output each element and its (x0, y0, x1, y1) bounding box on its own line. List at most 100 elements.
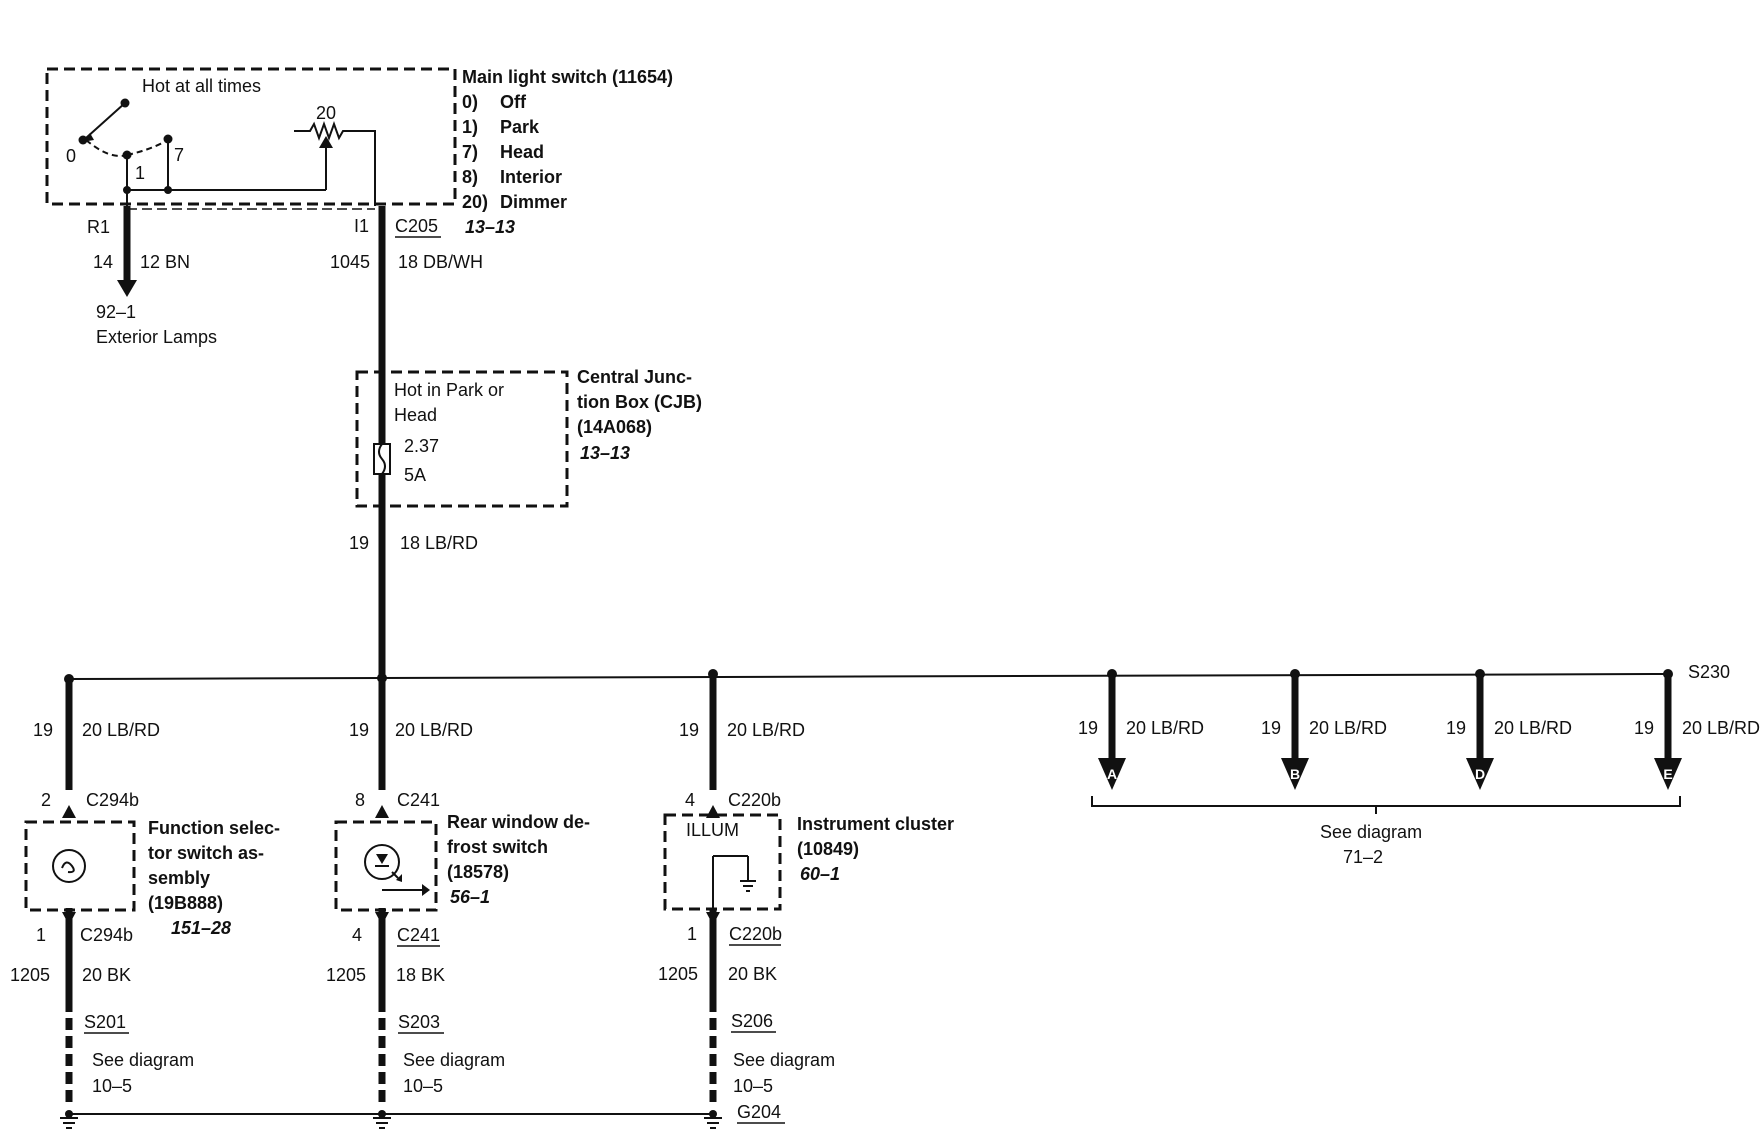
function-selector-ref: 151–28 (171, 918, 231, 938)
arrow-d: D 19 20 LB/RD (1446, 674, 1572, 790)
arrows-bracket: See diagram 71–2 (1091, 796, 1681, 867)
branch2-see-ref: 10–5 (403, 1076, 443, 1096)
arrow-e-letter: E (1663, 766, 1672, 782)
switch-position-1: 1 (135, 163, 145, 183)
circuit-14: 14 (93, 252, 113, 272)
cjb-hot-label-1: Hot in Park or (394, 380, 504, 400)
cjb-box (355, 370, 569, 508)
branch1-wire-out: 20 BK (82, 965, 131, 985)
branch2-circuit-out: 1205 (326, 965, 366, 985)
position-name: Park (500, 117, 540, 137)
branch2-conn-out: C241 (397, 925, 440, 945)
function-selector-title-3: sembly (148, 868, 210, 888)
arrows-see-diagram: See diagram (1320, 822, 1422, 842)
branch1-see: See diagram (92, 1050, 194, 1070)
branch1-conn-out: C294b (80, 925, 133, 945)
splice-s230: S230 (1688, 662, 1730, 682)
circuit-1045: 1045 (330, 252, 370, 272)
connector-c205: C205 (395, 216, 438, 236)
position-name: Interior (500, 167, 562, 187)
branch3-conn-out: C220b (729, 924, 782, 944)
wire-18-db-wh: 18 DB/WH (398, 252, 483, 272)
branch1-splice: S201 (84, 1012, 126, 1032)
branch3-pin-out: 1 (687, 924, 697, 944)
cjb-title-3: (14A068) (577, 417, 652, 437)
function-selector-title-2: tor switch as- (148, 843, 264, 863)
position-name: Head (500, 142, 544, 162)
branch3-pin-in: 4 (685, 790, 695, 810)
cjb-hot-label-2: Head (394, 405, 437, 425)
main-light-switch: Hot at all times 0 1 7 20 (45, 67, 457, 206)
arrow-a: A 19 20 LB/RD (1078, 674, 1204, 790)
position-num: 8) (462, 167, 478, 187)
branch3-splice: S206 (731, 1011, 773, 1031)
branch2-wire-in: 20 LB/RD (395, 720, 473, 740)
position-name: Off (500, 92, 527, 112)
arrow-d-letter: D (1475, 766, 1485, 782)
ground-g204: G204 (737, 1102, 781, 1122)
wire-12-bn: 12 BN (140, 252, 190, 272)
pin-r1: R1 (87, 217, 110, 237)
instrument-cluster-title-2: (10849) (797, 839, 859, 859)
exterior-lamps-output: R1 14 12 BN 92–1 Exterior Lamps (87, 206, 217, 347)
branch3-circuit-out: 1205 (658, 964, 698, 984)
cjb-output-wire: 18 LB/RD (400, 533, 478, 553)
main-switch-ref: 13–13 (465, 217, 515, 237)
arrow-b-letter: B (1290, 766, 1300, 782)
branch1-conn-in: C294b (86, 790, 139, 810)
cjb-output-circuit: 19 (349, 533, 369, 553)
illum-label: ILLUM (686, 820, 739, 840)
branch2-conn-in: C241 (397, 790, 440, 810)
arrow-b-wire: 20 LB/RD (1309, 718, 1387, 738)
arrow-b-circuit: 19 (1261, 718, 1281, 738)
position-num: 7) (462, 142, 478, 162)
position-num: 1) (462, 117, 478, 137)
branch2-pin-out: 4 (352, 925, 362, 945)
branch2-see: See diagram (403, 1050, 505, 1070)
position-num: 20) (462, 192, 488, 212)
cjb-title-2: tion Box (CJB) (577, 392, 702, 412)
arrow-b-icon (1281, 758, 1309, 790)
function-selector-switch-icon (52, 849, 86, 883)
exterior-lamps-label: Exterior Lamps (96, 327, 217, 347)
position-num: 0) (462, 92, 478, 112)
function-selector-title-1: Function selec- (148, 818, 280, 838)
instrument-cluster-ref: 60–1 (800, 864, 840, 884)
position-name: Dimmer (500, 192, 567, 212)
fuse-number: 2.37 (404, 436, 439, 456)
branch2-pin-in: 8 (355, 790, 365, 810)
switch-position-0: 0 (66, 146, 76, 166)
arrow-d-icon (1466, 758, 1494, 790)
branch3-see-ref: 10–5 (733, 1076, 773, 1096)
branch1-circuit-in: 19 (33, 720, 53, 740)
branch1-pin-in: 2 (41, 790, 51, 810)
exterior-lamps-ref: 92–1 (96, 302, 136, 322)
arrow-e-wire: 20 LB/RD (1682, 718, 1760, 738)
arrow-e: E 19 20 LB/RD (1634, 674, 1760, 790)
main-switch-title: Main light switch (11654) (462, 67, 673, 87)
branch3-wire-in: 20 LB/RD (727, 720, 805, 740)
rear-defrost-title-1: Rear window de- (447, 812, 590, 832)
instrument-cluster-branch: 19 20 LB/RD 4 C220b ILLUM 1 C220b 1205 2… (658, 674, 835, 1108)
pin-i1: I1 (354, 216, 369, 236)
hot-at-all-times-label: Hot at all times (142, 76, 261, 96)
rear-defrost-branch: 19 20 LB/RD 8 C241 4 C241 1205 18 BK S20… (326, 679, 505, 1108)
branch1-circuit-out: 1205 (10, 965, 50, 985)
branch2-splice: S203 (398, 1012, 440, 1032)
rear-defrost-title-2: frost switch (447, 837, 548, 857)
function-selector-title-4: (19B888) (148, 893, 223, 913)
branch1-see-ref: 10–5 (92, 1076, 132, 1096)
branch3-see: See diagram (733, 1050, 835, 1070)
central-junction-box: Hot in Park or Head 2.37 5A (355, 370, 569, 680)
switch-position-7: 7 (174, 145, 184, 165)
arrow-e-circuit: 19 (1634, 718, 1654, 738)
fuse-rating: 5A (404, 465, 426, 485)
cjb-title-1: Central Junc- (577, 367, 692, 387)
arrow-a-letter: A (1107, 766, 1117, 782)
cjb-ref: 13–13 (580, 443, 630, 463)
ground-bus: G204 (60, 1102, 785, 1129)
branch3-wire-out: 20 BK (728, 964, 777, 984)
rear-defrost-title-3: (18578) (447, 862, 509, 882)
arrow-b: B 19 20 LB/RD (1261, 674, 1387, 790)
arrow-e-icon (1654, 758, 1682, 790)
